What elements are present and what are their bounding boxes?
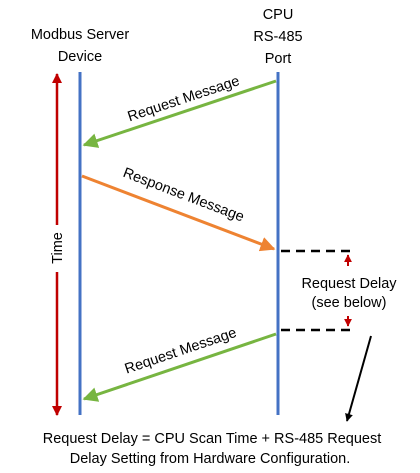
right-lane-title-line1: CPU: [263, 7, 294, 23]
footnote-line2: Delay Setting from Hardware Configuratio…: [70, 451, 350, 467]
left-lane-title-line1: Modbus Server: [31, 27, 129, 43]
left-lane-title-line2: Device: [58, 49, 102, 65]
right-lane-title-line2: RS-485: [253, 29, 302, 45]
right-lane-title-line3: Port: [265, 51, 292, 67]
request-arrow-2: [82, 332, 277, 402]
response-arrow: [81, 174, 276, 252]
footnote-line1: Request Delay = CPU Scan Time + RS-485 R…: [43, 431, 382, 447]
request-arrow-1: [82, 79, 277, 148]
response-label: Response Message: [121, 165, 247, 225]
request-delay-line1: Request Delay: [301, 276, 397, 292]
request-delay-line2: (see below): [312, 295, 387, 311]
time-label: Time: [50, 232, 66, 264]
footnote-pointer-arrow: [345, 335, 372, 422]
